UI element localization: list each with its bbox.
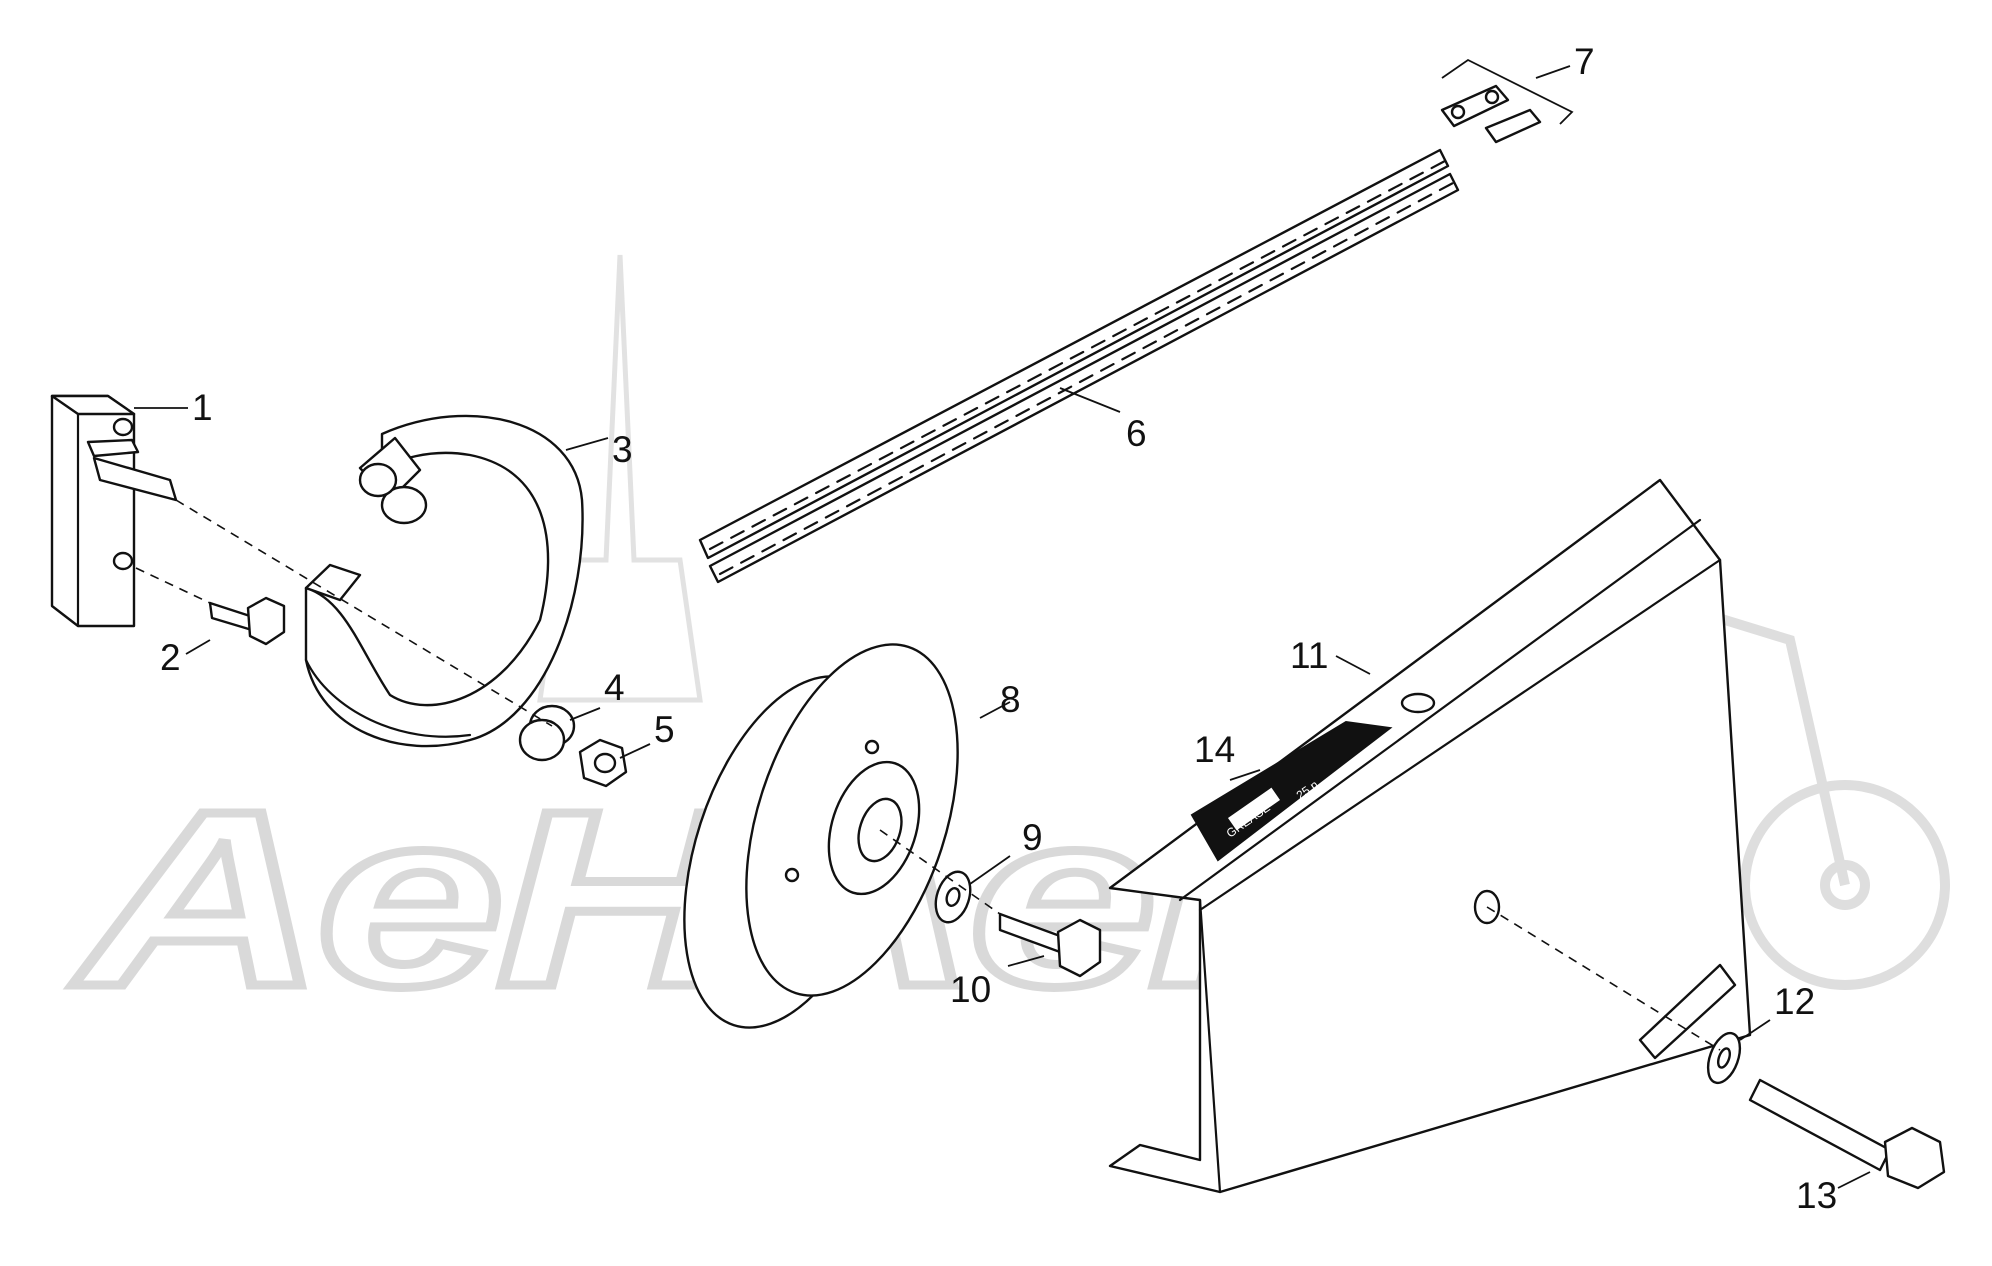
- leaders: [134, 65, 1871, 1189]
- callout-8: 8: [1000, 679, 1021, 720]
- master-link-bracket: [1441, 58, 1574, 125]
- hex-bolt-small: [208, 596, 286, 646]
- callout-13: 13: [1796, 1175, 1837, 1216]
- callout-2: 2: [160, 637, 181, 678]
- callout-5: 5: [654, 709, 675, 750]
- callout-11: 11: [1290, 635, 1328, 676]
- callout-1: 1: [192, 387, 213, 428]
- watermark-spire: [537, 254, 703, 703]
- callout-12: 12: [1774, 981, 1815, 1022]
- grease-label: GREASE 25 n: [1190, 720, 1393, 862]
- long-hex-bolt: [1748, 1078, 1946, 1190]
- callout-10: 10: [950, 969, 991, 1010]
- brake-band: [304, 414, 584, 748]
- drive-chain: [698, 148, 1460, 584]
- callout-9: 9: [1022, 817, 1043, 858]
- brake-anchor-block: [50, 394, 178, 628]
- callout-3: 3: [612, 429, 633, 470]
- assembly-line-2: [135, 567, 211, 604]
- brake-drum: [683, 643, 959, 1029]
- callout-7: 7: [1574, 41, 1595, 82]
- callout-4: 4: [604, 667, 625, 708]
- washer: [934, 870, 972, 924]
- assembly-line-4: [1486, 906, 1721, 1051]
- hex-bolt: [998, 912, 1102, 978]
- callout-6: 6: [1126, 413, 1147, 454]
- nut: [578, 738, 628, 788]
- callout-14: 14: [1194, 729, 1235, 770]
- master-link: [1440, 84, 1542, 144]
- spacer: [518, 704, 576, 762]
- lock-washer: [1706, 1031, 1742, 1085]
- assembly-line-3: [879, 829, 1001, 915]
- callout-numbers: 1 2 3 4 5 6 7 8 9 10 11 12 13 14: [160, 41, 1837, 1216]
